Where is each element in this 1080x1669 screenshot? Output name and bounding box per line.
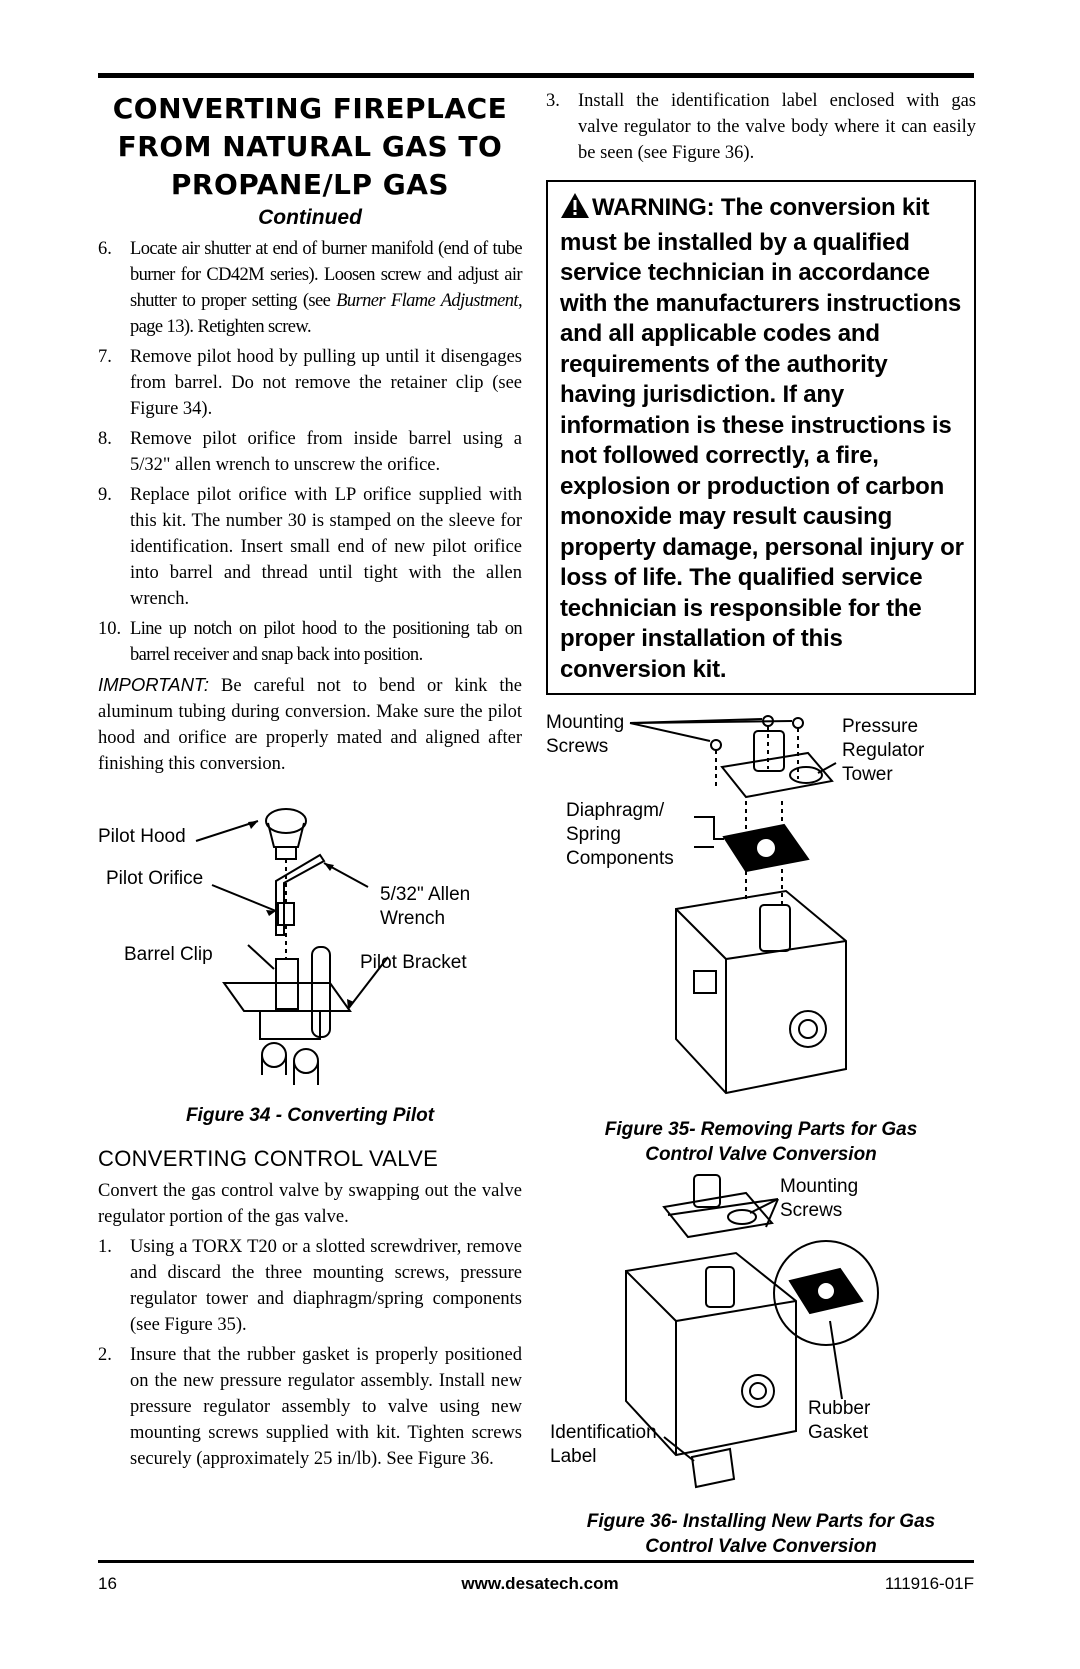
title-line-1: CONVERTING FIREPLACE xyxy=(112,92,508,125)
step-number: 3. xyxy=(546,91,560,111)
step-number: 8. xyxy=(98,429,112,449)
top-rule xyxy=(98,73,974,78)
figure-35-caption-line-2: Control Valve Conversion xyxy=(645,1144,877,1165)
label-diaphragm-3: Components xyxy=(566,848,674,869)
step-10: 10. Line up notch on pilot hood to the p… xyxy=(98,616,523,668)
removing-parts-illustration xyxy=(629,715,847,1095)
step-7: 7. Remove pilot hood by pulling up until… xyxy=(98,344,522,422)
bottom-rule xyxy=(98,1560,974,1563)
figure-36: Mounting Screws Rubber Gasket Identifica… xyxy=(546,1171,976,1509)
installing-parts-illustration xyxy=(625,1174,879,1489)
step-text: Install the identification label enclose… xyxy=(578,91,976,163)
label-mounting-2: Screws xyxy=(546,736,609,757)
label-rubber-1: Rubber xyxy=(808,1398,871,1419)
section-heading: CONVERTING CONTROL VALVE xyxy=(98,1146,439,1171)
step-number: 2. xyxy=(98,1345,112,1365)
step-text-a: Locate air shutter at end of burner mani… xyxy=(130,239,523,311)
document-number: 111916-01F xyxy=(884,1574,974,1593)
label-diaphragm-2: Spring xyxy=(566,824,621,845)
step-9: 9. Replace pilot orifice with LP orifice… xyxy=(98,482,522,612)
step-6: 6. Locate air shutter at end of burner m… xyxy=(98,236,523,340)
step-number: 1. xyxy=(98,1237,112,1257)
valve-step-2: 2. Insure that the rubber gasket is prop… xyxy=(98,1342,522,1472)
label-pressure-3: Tower xyxy=(842,764,893,785)
figure-34-caption: Figure 34 - Converting Pilot xyxy=(185,1105,435,1126)
label-ident-2: Label xyxy=(550,1446,597,1467)
step-text: Line up notch on pilot hood to the posit… xyxy=(130,619,523,665)
step-text: Remove pilot orifice from inside barrel … xyxy=(130,429,522,475)
warning-triangle-icon xyxy=(560,192,590,228)
valve-step-1: 1. Using a TORX T20 or a slotted screwdr… xyxy=(98,1234,522,1338)
warning-box: WARNING: The conversion kit must be inst… xyxy=(546,180,976,695)
right-column: 3. Install the identification label encl… xyxy=(546,88,976,1559)
step-text: Insure that the rubber gasket is properl… xyxy=(130,1345,522,1469)
figure-34: Pilot Hood Pilot Orifice 5/32" Allen Wre… xyxy=(98,785,522,1103)
figure-36-caption-line-2: Control Valve Conversion xyxy=(645,1536,877,1557)
step-8: 8. Remove pilot orifice from inside barr… xyxy=(98,426,522,478)
label-allen-wrench-1: 5/32" Allen xyxy=(380,884,471,905)
label-allen-wrench-2: Wrench xyxy=(380,908,446,929)
label-pressure-1: Pressure xyxy=(842,716,919,737)
step-text-b: , page 13). Retighten screw. xyxy=(130,291,523,337)
warning-lead: WARNING: xyxy=(592,194,715,221)
label-pressure-2: Regulator xyxy=(842,740,925,761)
important-note: IMPORTANT: Be careful not to bend or kin… xyxy=(98,672,522,777)
title-line-2: FROM NATURAL GAS TO xyxy=(117,130,503,163)
title-line-3: PROPANE/LP GAS xyxy=(170,168,450,201)
figure-35: Mounting Screws Pressure Regulator Tower… xyxy=(546,709,976,1117)
step-number: 6. xyxy=(98,239,112,259)
figure-36-caption-line-1: Figure 36- Installing New Parts for Gas xyxy=(586,1511,936,1532)
page-subtitle: Continued xyxy=(258,206,362,229)
step-3: 3. Install the identification label encl… xyxy=(546,88,976,166)
figure-35-caption: Figure 35- Removing Parts for Gas Contro… xyxy=(546,1117,976,1167)
label-mounting-1: Mounting xyxy=(780,1176,859,1197)
label-rubber-2: Gasket xyxy=(808,1422,869,1443)
label-ident-1: Identification xyxy=(550,1422,657,1443)
important-label: IMPORTANT: xyxy=(98,674,209,695)
label-barrel-clip: Barrel Clip xyxy=(124,944,213,965)
step-text: Using a TORX T20 or a slotted screwdrive… xyxy=(130,1237,522,1335)
label-mounting-2: Screws xyxy=(780,1200,843,1221)
figure-35-caption-line-1: Figure 35- Removing Parts for Gas xyxy=(604,1119,918,1140)
step-text: Replace pilot orifice with LP orifice su… xyxy=(130,485,522,609)
page-number: 16 xyxy=(98,1574,117,1593)
label-diaphragm-1: Diaphragm/ xyxy=(566,800,665,821)
step-number: 10. xyxy=(98,619,122,639)
step-text: Remove pilot hood by pulling up until it… xyxy=(130,347,522,419)
section-intro: Convert the gas control valve by swappin… xyxy=(98,1181,522,1227)
step-number: 7. xyxy=(98,347,112,367)
figure-36-caption: Figure 36- Installing New Parts for Gas … xyxy=(546,1509,976,1559)
step-text-emphasis: Burner Flame Adjustment xyxy=(336,291,518,311)
page-title: CONVERTING FIREPLACE FROM NATURAL GAS TO… xyxy=(98,90,522,204)
label-pilot-bracket: Pilot Bracket xyxy=(360,952,467,973)
warning-text: The conversion kit must be installed by … xyxy=(560,194,964,683)
left-column: CONVERTING FIREPLACE FROM NATURAL GAS TO… xyxy=(98,88,523,1476)
converting-pilot-illustration xyxy=(195,808,389,1085)
important-text: Be careful not to bend or kink the alumi… xyxy=(98,676,522,774)
label-mounting-1: Mounting xyxy=(546,712,625,733)
label-pilot-orifice: Pilot Orifice xyxy=(106,868,204,889)
step-number: 9. xyxy=(98,485,112,505)
step-text: Locate air shutter at end of burner mani… xyxy=(130,236,523,340)
footer-website-link[interactable]: www.desatech.com xyxy=(461,1574,619,1593)
label-pilot-hood: Pilot Hood xyxy=(98,826,186,847)
